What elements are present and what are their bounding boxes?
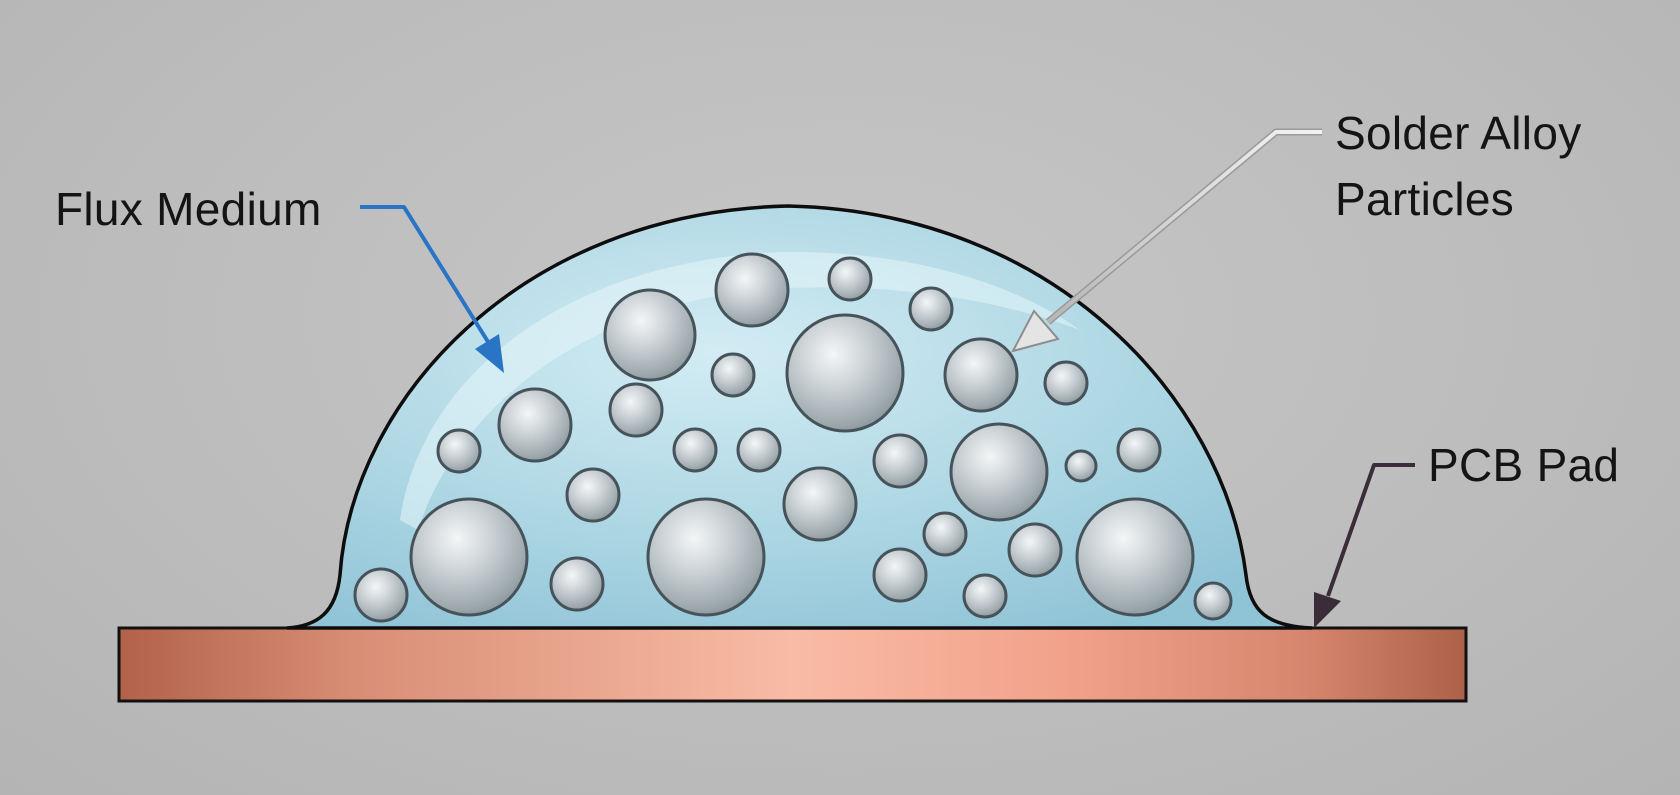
solder-particle bbox=[603, 288, 697, 382]
solder-particle bbox=[710, 352, 756, 398]
solder-particle bbox=[782, 466, 858, 542]
solder-particle bbox=[785, 313, 905, 433]
solder-particle bbox=[714, 252, 790, 328]
solder-particle bbox=[962, 573, 1008, 619]
solder-particle bbox=[608, 382, 664, 438]
solder-particle bbox=[1007, 522, 1063, 578]
solder-particle bbox=[1043, 360, 1089, 406]
flux-medium-arrow bbox=[360, 205, 504, 373]
solder-particle bbox=[353, 567, 409, 623]
flux-gloss-highlight bbox=[400, 251, 1080, 530]
solder-particle bbox=[1064, 449, 1098, 483]
solder-particle bbox=[672, 427, 718, 473]
solder-particle bbox=[827, 256, 873, 302]
pcb-pad bbox=[117, 626, 1468, 703]
solder-particle bbox=[1116, 427, 1162, 473]
flux-medium-label: Flux Medium bbox=[55, 183, 322, 235]
solder-particle bbox=[872, 433, 928, 489]
solder-particle bbox=[908, 286, 954, 332]
solder-particle bbox=[872, 547, 928, 603]
solder-particle bbox=[497, 387, 573, 463]
solder-particle bbox=[409, 497, 529, 617]
solder-alloy-label-line1: Solder Alloy bbox=[1335, 107, 1582, 159]
solder-particle bbox=[646, 497, 766, 617]
solder-particle bbox=[943, 337, 1019, 413]
solder-particle bbox=[549, 556, 605, 612]
solder-particle bbox=[922, 511, 968, 557]
solder-alloy-label-line2: Particles bbox=[1335, 173, 1515, 225]
solder-particle bbox=[565, 467, 621, 523]
solder-alloy-arrow bbox=[1011, 128, 1322, 353]
solder-particle bbox=[949, 422, 1049, 522]
pcb-pad-label: PCB Pad bbox=[1428, 439, 1620, 491]
solder-particle bbox=[1193, 581, 1233, 621]
solder-alloy-particles-label: Solder Alloy Particles bbox=[1335, 100, 1582, 232]
solder-particle bbox=[1075, 497, 1195, 617]
pcb-pad-arrow bbox=[1314, 463, 1415, 628]
solder-alloy-particles bbox=[353, 252, 1233, 623]
solder-particle bbox=[736, 427, 782, 473]
solder-particle bbox=[436, 428, 482, 474]
